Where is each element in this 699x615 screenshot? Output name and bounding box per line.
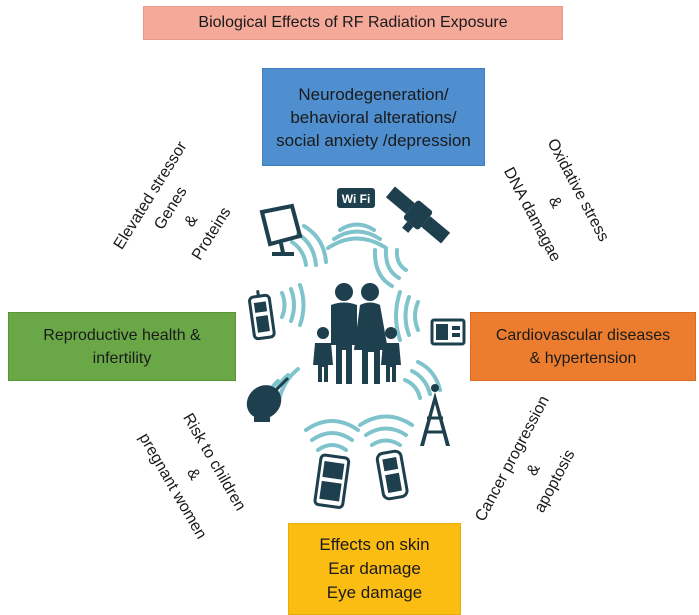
radio-icon (430, 318, 466, 346)
radio-waves (264, 222, 442, 452)
title-text: Biological Effects of RF Radiation Expos… (198, 14, 508, 31)
cell-tower-icon (420, 384, 450, 446)
smartphone-icon (313, 453, 351, 509)
effect-line: Effects on skin (319, 535, 430, 554)
cellphone-icon (248, 290, 276, 341)
wave-top (326, 222, 388, 250)
mobile-phone-icon (375, 449, 409, 501)
wave-lower-right (403, 360, 442, 400)
effect-line: infertility (92, 349, 152, 367)
effect-line: Ear damage (328, 559, 421, 578)
effect-line: Eye damage (326, 583, 423, 602)
wifi-icon-text: Wi Fi (342, 192, 371, 206)
satellite-dish-icon (246, 376, 290, 422)
wave-right (394, 290, 420, 342)
wave-upper-right (372, 248, 408, 288)
effect-box-cardiovascular: Cardiovascular diseases & hypertension (470, 312, 696, 381)
effect-line: Neurodegeneration/ (298, 84, 449, 104)
monitor-icon (259, 203, 303, 256)
family-icon (313, 283, 401, 384)
effect-box-neuro: Neurodegeneration/ behavioral alteration… (262, 68, 485, 166)
effect-box-skin-ear-eye: Effects on skin Ear damage Eye damage (288, 523, 461, 615)
effect-line: social anxiety /depression (276, 130, 471, 150)
effect-box-reproductive: Reproductive health & infertility (8, 312, 236, 381)
effect-line: & hypertension (529, 349, 637, 367)
diagram-title: Biological Effects of RF Radiation Expos… (143, 6, 563, 40)
effect-line: Reproductive health & (43, 326, 201, 344)
effect-line: Cardiovascular diseases (495, 326, 671, 344)
wifi-icon: Wi Fi (337, 188, 375, 208)
satellite-icon (385, 186, 451, 244)
wave-bottom-right (358, 414, 414, 447)
wave-left (280, 283, 306, 327)
wave-bottom-left (304, 419, 360, 452)
effect-line: behavioral alterations/ (290, 107, 457, 127)
